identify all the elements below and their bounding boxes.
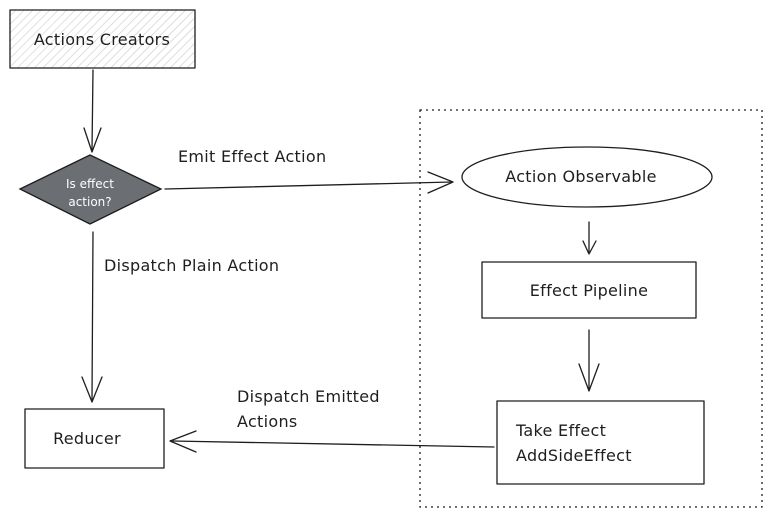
edge-observable-to-pipeline <box>582 221 597 255</box>
edge-decision-to-observable <box>164 171 454 194</box>
node-effect-pipeline[interactable]: Effect Pipeline <box>481 261 697 319</box>
edge-label-emit-effect-action: Emit Effect Action <box>178 147 326 166</box>
edge-take-effect-to-reducer <box>169 430 495 453</box>
effects-group-frame <box>419 109 763 508</box>
node-decision-label-line1: Is effect <box>66 177 114 191</box>
edge-label-dispatch-emitted-line1: Dispatch Emitted <box>237 387 380 406</box>
node-action-observable-label: Action Observable <box>505 167 657 186</box>
node-take-effect-label-line1: Take Effect <box>515 421 606 440</box>
node-take-effect[interactable]: Take Effect AddSideEffect <box>496 400 705 485</box>
node-effect-pipeline-label: Effect Pipeline <box>530 281 649 300</box>
edge-decision-to-reducer <box>81 231 103 403</box>
node-action-creators[interactable]: Actions Creators <box>9 9 196 69</box>
node-action-creators-label: Actions Creators <box>34 30 170 49</box>
node-take-effect-label-line2: AddSideEffect <box>516 446 632 465</box>
edge-pipeline-to-take-effect <box>578 329 600 392</box>
node-decision[interactable]: Is effect action? <box>18 154 163 225</box>
edge-label-dispatch-plain-action: Dispatch Plain Action <box>104 256 279 275</box>
node-action-observable[interactable]: Action Observable <box>461 146 713 208</box>
node-reducer-label: Reducer <box>53 429 121 448</box>
node-reducer[interactable]: Reducer <box>24 408 165 469</box>
edge-label-dispatch-emitted-line2: Actions <box>237 412 298 431</box>
node-decision-label-line2: action? <box>68 195 111 209</box>
edge-creators-to-decision <box>83 69 102 153</box>
